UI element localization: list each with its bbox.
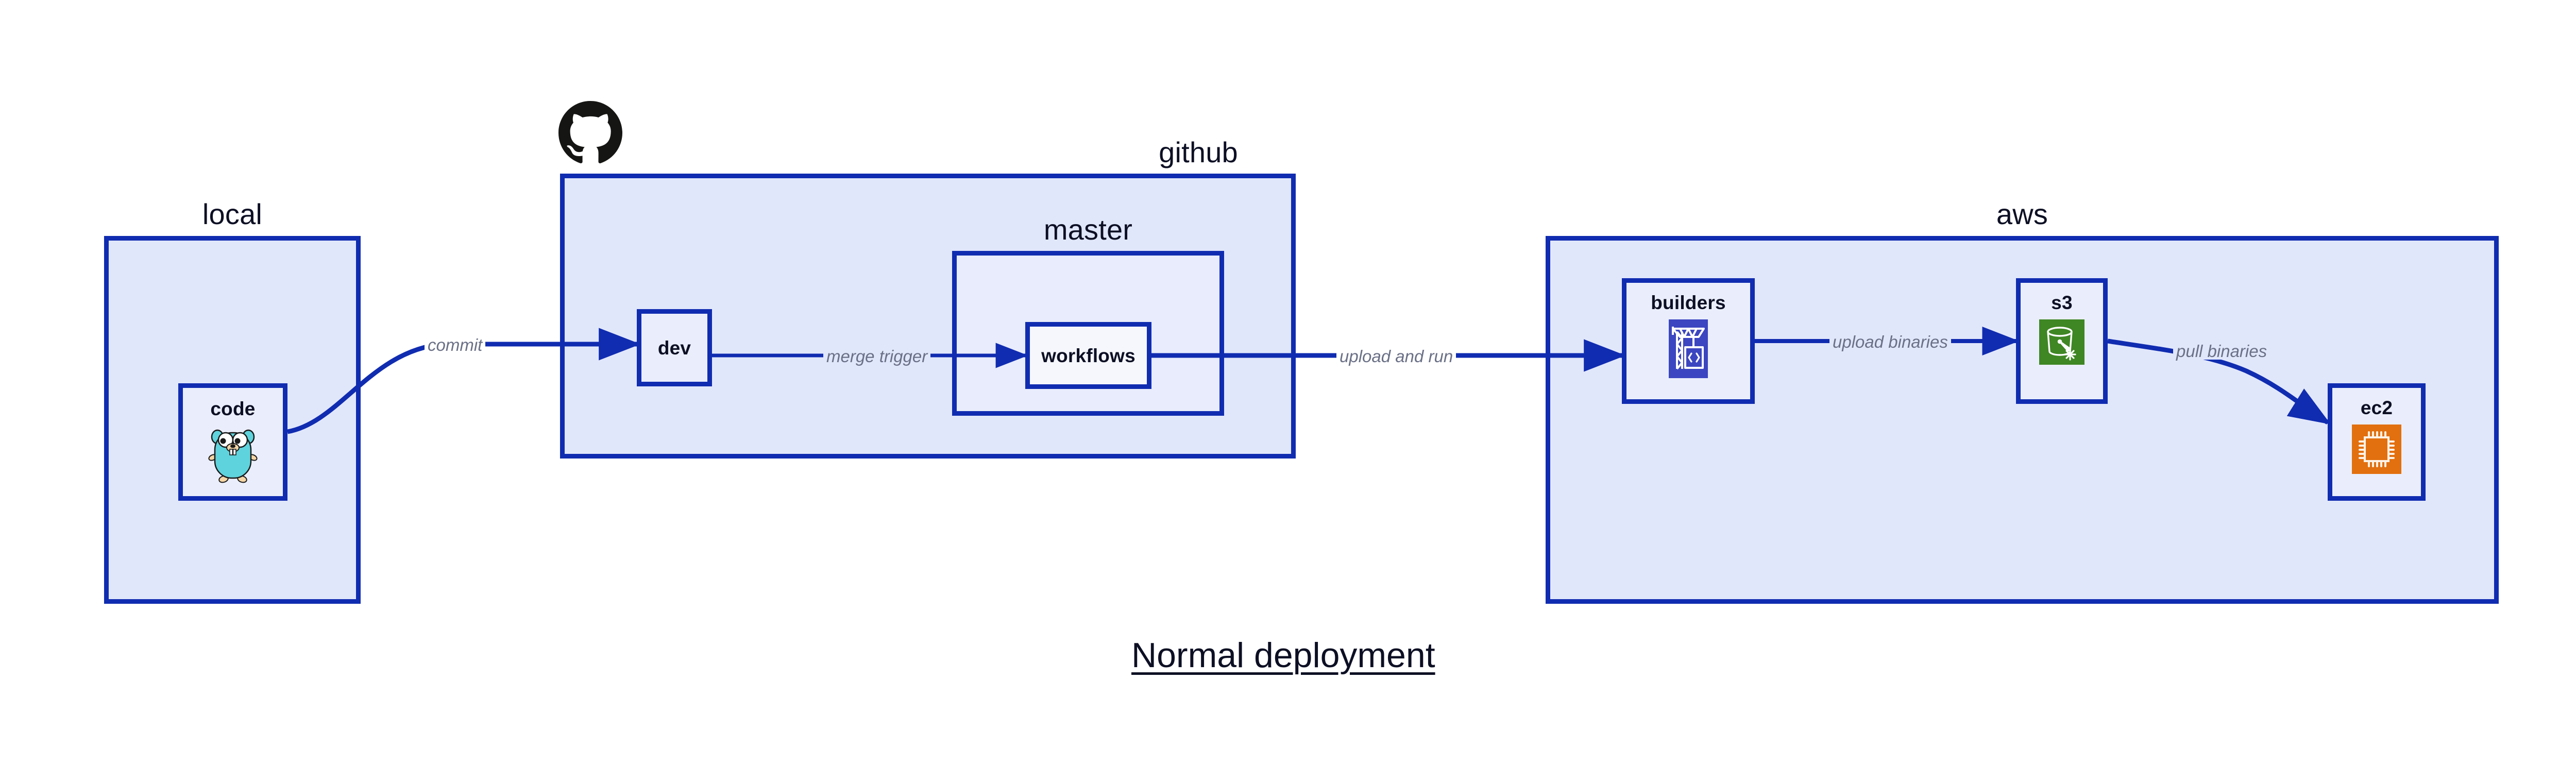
go-gopher-icon <box>208 426 258 486</box>
edge-label-merge-trigger: merge trigger <box>823 348 931 365</box>
github-octocat-icon <box>558 101 622 167</box>
aws-codebuild-icon <box>1669 319 1708 381</box>
node-workflows[interactable]: workflows <box>1025 322 1151 389</box>
edge-label-upload-and-run: upload and run <box>1336 348 1456 365</box>
node-ec2[interactable]: ec2 <box>2328 383 2426 501</box>
node-label-s3: s3 <box>2051 292 2073 313</box>
aws-s3-glacier-icon <box>2039 319 2084 367</box>
node-label-code: code <box>210 398 256 419</box>
edge-label-upload-binaries: upload binaries <box>1829 333 1951 350</box>
edge-label-commit: commit <box>425 336 486 353</box>
node-label-workflows: workflows <box>1041 345 1136 366</box>
node-label-dev: dev <box>657 337 691 359</box>
group-title-aws: aws <box>1996 198 2048 230</box>
edge-label-pull-binaries: pull binaries <box>2173 343 2270 360</box>
aws-ec2-icon <box>2352 425 2401 477</box>
node-label-ec2: ec2 <box>2360 397 2393 418</box>
node-code[interactable]: code <box>178 383 287 501</box>
node-label-builders: builders <box>1651 292 1726 313</box>
group-title-github: github <box>1159 136 1238 168</box>
node-builders[interactable]: builders <box>1622 278 1755 404</box>
group-title-local: local <box>202 198 263 230</box>
node-s3[interactable]: s3 <box>2016 278 2108 404</box>
node-dev[interactable]: dev <box>637 309 712 386</box>
group-title-master: master <box>1043 213 1133 246</box>
diagram-caption: Normal deployment <box>1131 636 1435 675</box>
